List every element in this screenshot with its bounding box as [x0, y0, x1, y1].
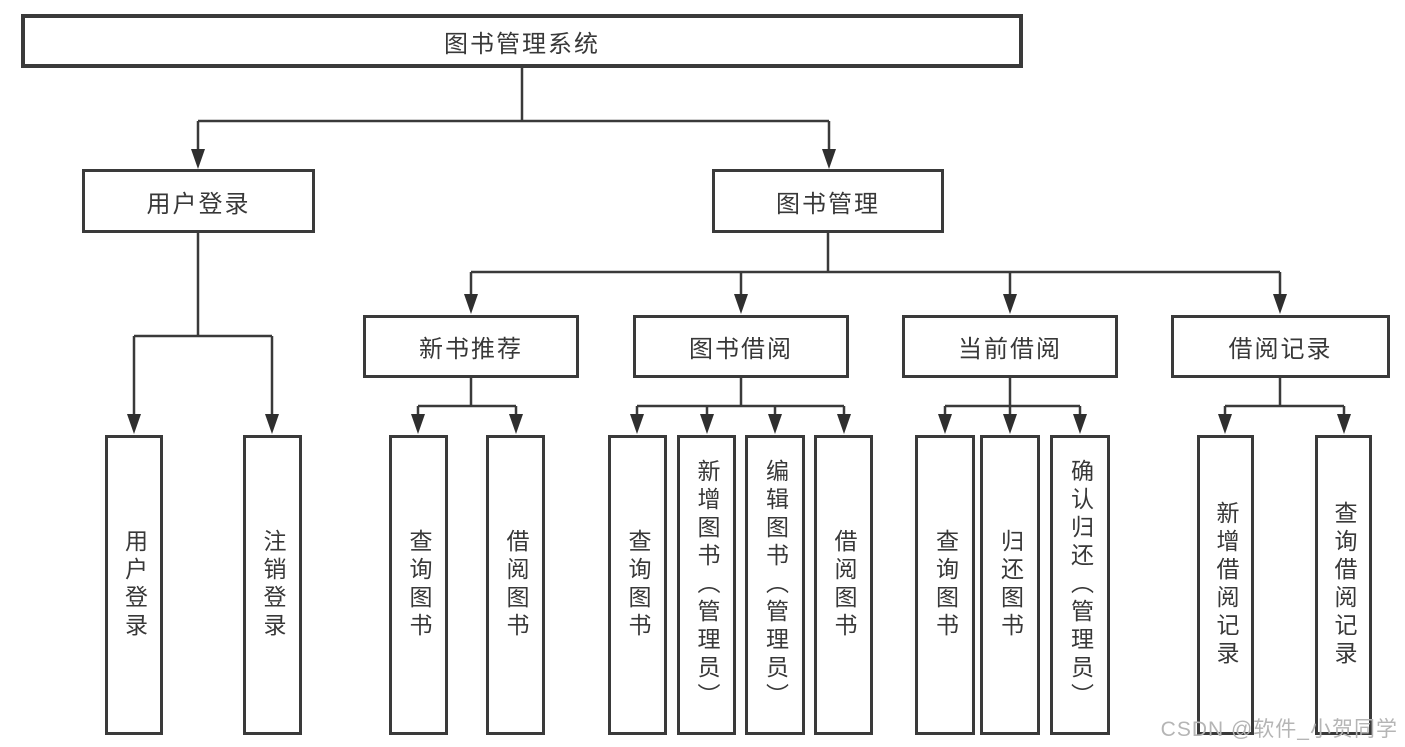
arrowhead: [411, 414, 425, 434]
connector-records-to-leaves: [1223, 378, 1346, 417]
connector-bookmgmt-to-level3: [469, 233, 1282, 297]
leaf-logout-login: 注销登录: [243, 435, 302, 735]
leaf-records-add-record: 新增借阅记录: [1197, 435, 1254, 735]
leaf-borrow-query-books-label: 查询图书: [625, 529, 651, 641]
arrowhead: [127, 414, 141, 434]
node-new-book-recommend: 新书推荐: [363, 315, 579, 378]
leaf-borrow-add-books-admin: 新增图书（管理员）: [677, 435, 736, 735]
leaf-logout-login-label: 注销登录: [260, 529, 286, 641]
leaf-newbooks-query-books: 查询图书: [389, 435, 448, 735]
arrowhead: [265, 414, 279, 434]
arrowheads: [127, 149, 1351, 434]
node-book-management-label: 图书管理: [776, 190, 880, 218]
leaf-borrow-borrow-books: 借阅图书: [814, 435, 873, 735]
leaf-current-confirm-return-admin: 确认归还（管理员）: [1050, 435, 1110, 735]
arrowhead: [700, 414, 714, 434]
leaf-borrow-query-books: 查询图书: [608, 435, 667, 735]
leaf-newbooks-borrow-books: 借阅图书: [486, 435, 545, 735]
arrowhead: [509, 414, 523, 434]
leaf-current-return-books: 归还图书: [980, 435, 1040, 735]
leaf-newbooks-query-books-label: 查询图书: [406, 529, 432, 641]
leaf-current-return-books-label: 归还图书: [997, 529, 1024, 641]
node-book-management: 图书管理: [712, 169, 944, 233]
connector-bookborrow-to-leaves: [635, 378, 846, 417]
leaf-borrow-edit-books-admin-label: 编辑图书（管理员）: [762, 459, 789, 711]
node-user-login-label: 用户登录: [146, 190, 251, 218]
leaf-records-add-record-label: 新增借阅记录: [1213, 501, 1239, 669]
node-book-borrow: 图书借阅: [633, 315, 849, 378]
connector-userlogin-to-leaves: [132, 233, 274, 417]
node-new-book-recommend-label: 新书推荐: [419, 336, 523, 363]
arrowhead: [1218, 414, 1232, 434]
leaf-newbooks-borrow-books-label: 借阅图书: [503, 529, 529, 641]
leaf-records-query-record: 查询借阅记录: [1315, 435, 1372, 735]
root-node: 图书管理系统: [21, 14, 1023, 68]
leaf-borrow-borrow-books-label: 借阅图书: [831, 529, 857, 641]
node-book-borrow-label: 图书借阅: [689, 336, 793, 363]
node-current-borrow-label: 当前借阅: [958, 336, 1062, 363]
leaf-records-query-record-label: 查询借阅记录: [1331, 501, 1357, 669]
arrowhead: [1073, 414, 1087, 434]
arrowhead: [938, 414, 952, 434]
root-node-label: 图书管理系统: [444, 30, 600, 58]
node-borrow-records: 借阅记录: [1171, 315, 1390, 378]
leaf-user-login-label: 用户登录: [121, 529, 148, 641]
arrowhead: [1337, 414, 1351, 434]
node-borrow-records-label: 借阅记录: [1228, 336, 1333, 363]
arrowhead: [734, 294, 748, 314]
leaf-current-query-books-label: 查询图书: [932, 529, 959, 641]
leaf-current-confirm-return-admin-label: 确认归还（管理员）: [1067, 459, 1094, 711]
arrowhead: [191, 149, 205, 169]
arrowhead: [464, 294, 478, 314]
watermark: CSDN @软件_小贺同学: [1160, 718, 1398, 741]
connector-root-to-level2: [196, 68, 831, 152]
arrowhead: [822, 149, 836, 169]
arrowhead: [1003, 294, 1017, 314]
arrowhead: [1003, 414, 1017, 434]
arrowhead: [768, 414, 782, 434]
connector-newbooks-to-leaves: [416, 378, 518, 417]
leaf-borrow-add-books-admin-label: 新增图书（管理员）: [694, 459, 720, 711]
connector-currentborrow-to-leaves: [943, 378, 1082, 417]
leaf-current-query-books: 查询图书: [915, 435, 975, 735]
arrowhead: [837, 414, 851, 434]
node-user-login: 用户登录: [82, 169, 315, 233]
arrowhead: [1273, 294, 1287, 314]
arrowhead: [630, 414, 644, 434]
leaf-user-login: 用户登录: [105, 435, 163, 735]
leaf-borrow-edit-books-admin: 编辑图书（管理员）: [745, 435, 805, 735]
node-current-borrow: 当前借阅: [902, 315, 1118, 378]
